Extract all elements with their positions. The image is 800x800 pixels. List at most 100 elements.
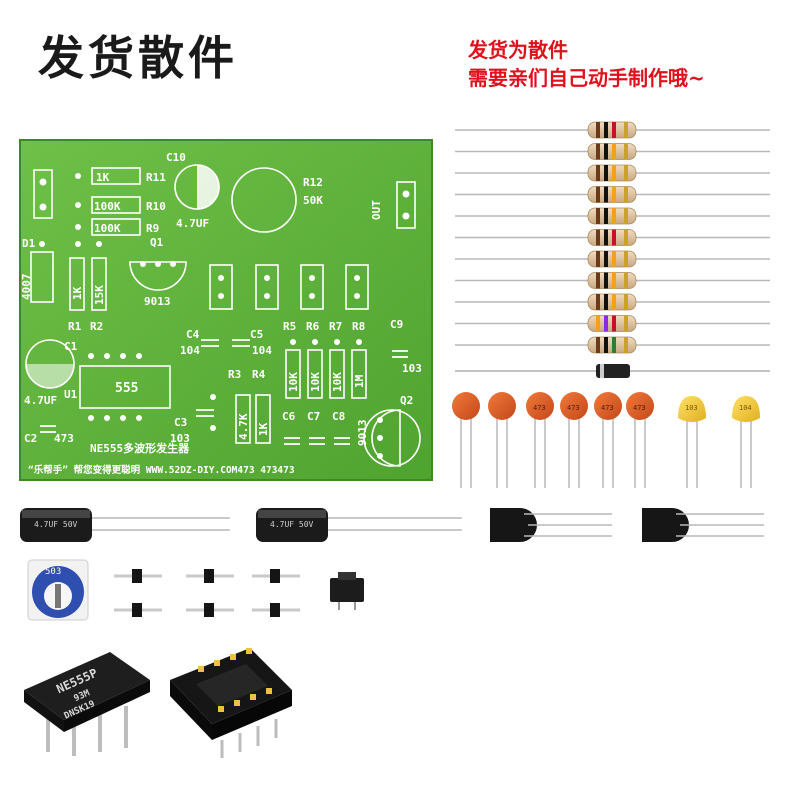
r12-value: 50K — [303, 194, 323, 207]
c8-ref: C8 — [332, 410, 345, 423]
r6-ref: R6 — [306, 320, 320, 333]
ceramic-capacitor: 473 — [560, 392, 588, 488]
note-line-1: 发货为散件 — [468, 38, 568, 62]
ceramic-cap-label: 473 — [533, 404, 546, 412]
r9-ref: R9 — [146, 222, 159, 235]
q1-type: 9013 — [144, 295, 171, 308]
r10-ref: R10 — [146, 200, 166, 213]
resistor — [455, 186, 770, 203]
electrolytic-capacitor-1: 4.7UF 50V — [20, 508, 230, 542]
ceramic-capacitor — [452, 392, 480, 488]
r12-ref: R12 — [303, 176, 323, 189]
electrolytic-capacitor-2: 4.7UF 50V — [256, 508, 462, 542]
r5-value: 10K — [287, 372, 300, 392]
potentiometer: 503 — [27, 559, 89, 621]
r4-ref: R4 — [252, 368, 266, 381]
c5-ref: C5 — [250, 328, 263, 341]
r4-value: 1K — [257, 422, 270, 436]
pin-headers — [114, 569, 300, 617]
r10-value: 100K — [94, 200, 121, 213]
resistor — [455, 272, 770, 289]
c5-value: 104 — [252, 344, 272, 357]
d1-ref: D1 — [22, 237, 36, 250]
r2-value: 15K — [93, 285, 106, 305]
c7-ref: C7 — [307, 410, 320, 423]
c10-ref: C10 — [166, 151, 186, 164]
c3-ref: C3 — [174, 416, 187, 429]
ceramic-capacitor-yellow: 103 — [678, 396, 706, 488]
elec-cap-2-label: 4.7UF 50V — [270, 520, 314, 529]
elec-cap-1-label: 4.7UF 50V — [34, 520, 78, 529]
c10-value: 4.7UF — [176, 217, 209, 230]
r1-value: 1K — [71, 286, 84, 300]
q2-type: 9013 — [356, 420, 369, 447]
r3-value: 4.7K — [237, 413, 250, 440]
pin-header — [252, 569, 300, 583]
ceramic-cap-label: 473 — [567, 404, 580, 412]
r2-ref: R2 — [90, 320, 103, 333]
diode — [455, 364, 770, 378]
pot-label: 503 — [45, 567, 61, 577]
r9-value: 100K — [94, 222, 121, 235]
c3-value: 103 — [170, 432, 190, 445]
ceramic-capacitor — [488, 392, 516, 488]
resistor — [455, 143, 770, 160]
u1-ref: U1 — [64, 388, 78, 401]
ceramic-capacitors: 473 473 473 473 103 104 — [452, 392, 760, 488]
resistor — [455, 336, 770, 354]
ceramic-cap-label: 103 — [685, 404, 698, 412]
r7-ref: R7 — [329, 320, 342, 333]
ceramic-capacitor: 473 — [594, 392, 622, 488]
pin-header — [114, 603, 162, 617]
resistor — [455, 207, 770, 225]
q1-ref: Q1 — [150, 236, 164, 249]
r1-ref: R1 — [68, 320, 82, 333]
resistor — [455, 315, 770, 332]
board-footer: “乐帮手” 帮您变得更聪明 WWW.52DZ-DIY.COM473 473473 — [28, 464, 295, 476]
c9-value: 103 — [402, 362, 422, 375]
r6-value: 10K — [309, 372, 322, 392]
note-line-2: 需要亲们自己动手制作哦~ — [468, 66, 705, 90]
c2-ref: C2 — [24, 432, 37, 445]
ic-555-label: 555 — [115, 381, 138, 396]
resistor — [455, 164, 770, 182]
r7-value: 10K — [331, 372, 344, 392]
r11-ref: R11 — [146, 171, 166, 184]
c4-ref: C4 — [186, 328, 200, 341]
r8-ref: R8 — [352, 320, 365, 333]
c4-value: 104 — [180, 344, 200, 357]
resistor — [455, 293, 770, 311]
resistor-set — [455, 121, 770, 354]
pin-header — [252, 603, 300, 617]
ceramic-cap-label: 473 — [633, 404, 646, 412]
c2-value: 473 — [54, 432, 74, 445]
transistor-2 — [642, 508, 764, 542]
d1-value: 4007 — [20, 274, 33, 301]
ceramic-capacitor: 473 — [626, 392, 654, 488]
r8-value: 1M — [353, 374, 366, 388]
pin-header — [114, 569, 162, 583]
r11-value: 1K — [96, 171, 110, 184]
resistor — [455, 229, 770, 246]
resistor — [455, 250, 770, 268]
ic-socket — [170, 648, 292, 758]
ceramic-capacitor: 473 — [526, 392, 554, 488]
title-heading: 发货散件 — [38, 31, 238, 85]
resistor — [455, 121, 770, 139]
out-label: OUT — [370, 200, 383, 220]
c1-ref: C1 — [64, 340, 78, 353]
transistor-1 — [490, 508, 612, 542]
pin-header — [186, 603, 234, 617]
ceramic-cap-label: 104 — [739, 404, 752, 412]
c6-ref: C6 — [282, 410, 296, 423]
ne555-chip: NE555P 93M DNSK19 — [24, 652, 150, 756]
jumper-cap — [330, 572, 364, 610]
board-title: NE555多波形发生器 — [90, 441, 190, 455]
q2-ref: Q2 — [400, 394, 413, 407]
ceramic-capacitor-yellow: 104 — [732, 396, 760, 488]
c1-value: 4.7UF — [24, 394, 57, 407]
ceramic-cap-label: 473 — [601, 404, 614, 412]
r5-ref: R5 — [283, 320, 296, 333]
r3-ref: R3 — [228, 368, 241, 381]
